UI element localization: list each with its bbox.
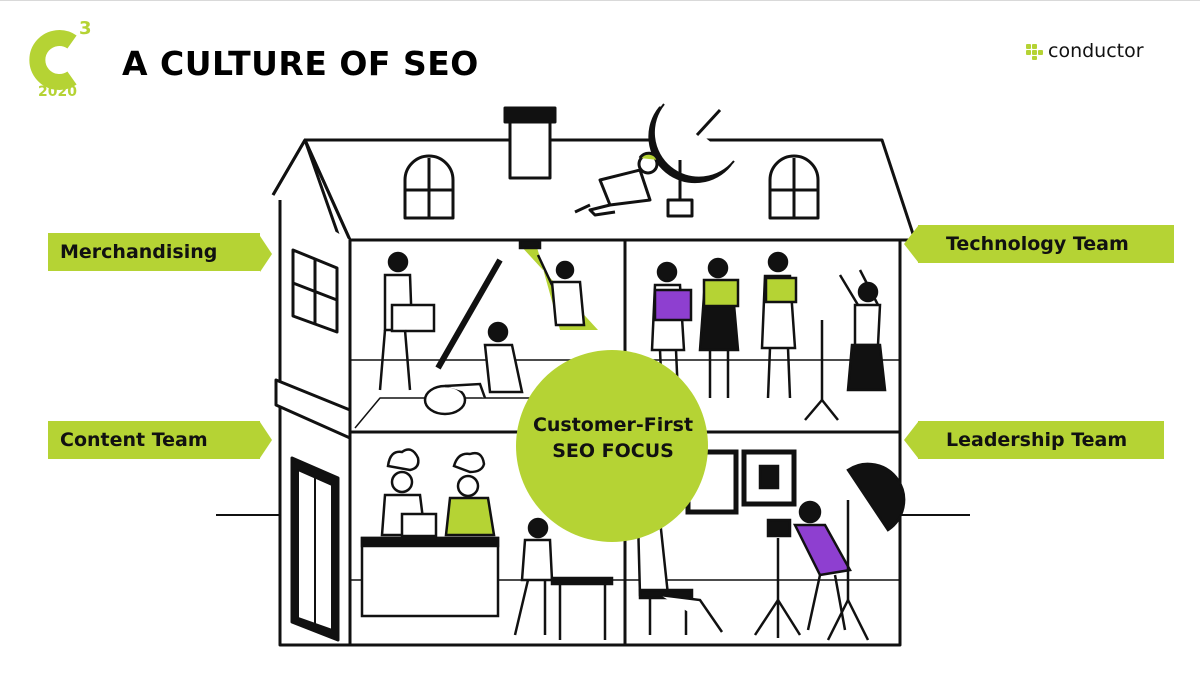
c3-logo-year: 2020 <box>38 84 77 100</box>
c3-logo-icon <box>29 30 77 90</box>
c3-logo-superscript: 3 <box>79 18 92 39</box>
conductor-logo-icon <box>1026 44 1043 60</box>
conductor-brand-name: conductor <box>1048 40 1144 62</box>
conductor-brand: conductor <box>1026 38 1144 64</box>
label-technology-team: Technology Team <box>918 225 1174 263</box>
top-divider <box>0 0 1200 1</box>
label-merchandising: Merchandising <box>48 233 260 271</box>
center-focus-line-2: SEO FOCUS <box>552 440 674 462</box>
center-focus-line-1: Customer-First <box>532 414 694 436</box>
label-content-team: Content Team <box>48 421 260 459</box>
label-leadership-team: Leadership Team <box>918 421 1164 459</box>
center-focus-circle <box>516 350 708 542</box>
page-title: A CULTURE OF SEO <box>122 44 479 83</box>
center-focus-text: Customer-First SEO FOCUS <box>508 412 718 464</box>
